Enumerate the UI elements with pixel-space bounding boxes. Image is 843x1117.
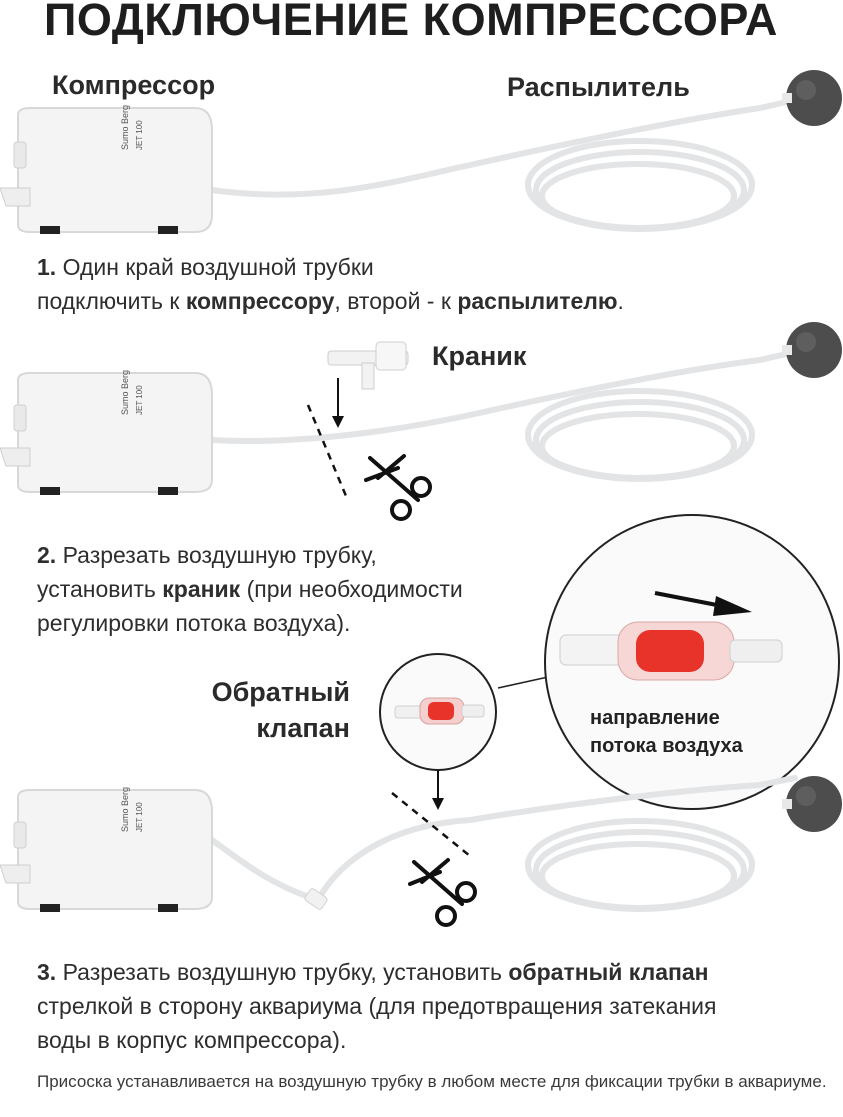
check-valve-label: Обратный клапан [211,677,350,743]
footnote: Присоска устанавливается на воздушную тр… [37,1072,827,1091]
diagram-step-2: Sumo Berg JET 100 [0,322,842,521]
scissors-icon [408,858,477,927]
arrow-down-icon [332,378,344,428]
air-tube [209,775,798,912]
brand-text: Sumo Berg [120,370,130,415]
air-tube [209,97,798,232]
valve-icon [327,341,409,390]
check-valve-icon [559,621,783,681]
compressor-label: Компрессор [52,70,216,100]
air-tube [209,349,798,482]
valve-label: Краник [432,341,527,371]
model-text: JET 100 [135,120,144,150]
zoom-circle-small [379,653,497,771]
zoom-circle-large [544,514,840,810]
arrow-down-icon [432,770,444,810]
step-3-text: 3. Разрезать воздушную трубку, установит… [37,959,717,1053]
air-stone-icon [782,70,842,126]
step-1-text: 1. Один край воздушной трубки подключить… [37,254,624,314]
flow-direction-label: направление потока воздуха [590,707,743,757]
diffuser-label: Распылитель [507,72,690,102]
air-stone-icon [782,776,842,832]
compressor-icon: Sumo Berg JET 100 [0,370,213,495]
brand-text: Sumo Berg [120,105,130,150]
cut-line [391,792,471,857]
page-title: ПОДКЛЮЧЕНИЕ КОМПРЕССОРА [44,0,778,45]
air-stone-icon [782,322,842,378]
brand-text: Sumo Berg [120,787,130,832]
compressor-icon: Sumo Berg JET 100 [0,787,213,912]
cut-line [306,404,348,497]
model-text: JET 100 [135,802,144,832]
step-2-text: 2. Разрезать воздушную трубку, установит… [37,542,463,636]
flow-arrow-icon [654,591,752,616]
model-text: JET 100 [135,385,144,415]
scissors-icon [364,454,432,521]
diagram-step-3: Sumo Berg JET 100 [0,514,842,927]
diagram-step-1: Sumo Berg JET 100 [0,70,842,234]
compressor-icon: Sumo Berg JET 100 [0,105,213,234]
